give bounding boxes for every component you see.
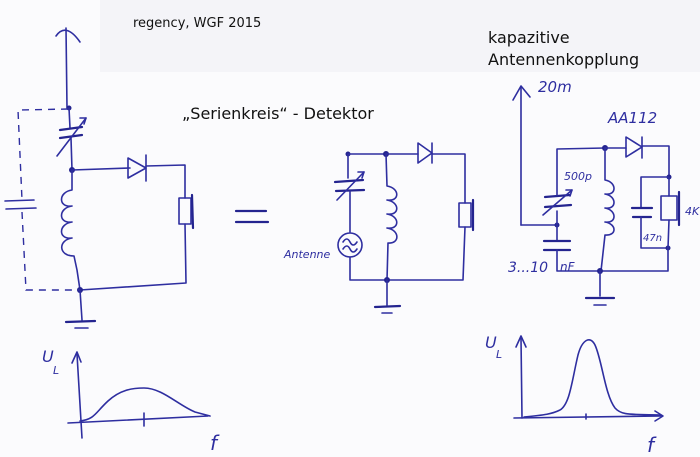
bypass-cap-value: 47n	[643, 233, 662, 244]
diode-type-label: AA112	[607, 109, 657, 127]
title-right-line1: kapazitive	[488, 28, 570, 47]
wire	[68, 107, 71, 129]
antenna-length-label: 20m	[538, 78, 572, 96]
header-panel	[100, 0, 700, 72]
title-right-line2: Antennenkopplung	[488, 50, 640, 69]
wire	[640, 176, 670, 208]
wire	[431, 153, 466, 204]
credit-text: regency, WGF 2015	[133, 16, 262, 31]
coupling-cap-value: 3...10	[508, 260, 548, 276]
wire	[79, 223, 187, 291]
ground-icon	[584, 270, 616, 306]
y-axis-arrow	[515, 335, 527, 348]
schematic-right: 20m 500p AA112 47n	[508, 78, 700, 306]
x-axis-label: f	[647, 433, 657, 457]
variable-cap-value: 500p	[564, 170, 592, 183]
y-axis-label-sub: L	[53, 364, 59, 377]
x-axis-label: f	[210, 431, 220, 455]
wire	[70, 137, 73, 171]
title-series-detector: „Serienkreis“ - Detektor	[182, 104, 374, 123]
graph-right: U L f	[485, 333, 664, 457]
parasitic-capacitance	[4, 108, 80, 291]
wire	[599, 219, 670, 272]
diode-icon	[625, 136, 643, 159]
variable-capacitor-icon	[333, 171, 366, 201]
wire	[640, 216, 669, 249]
ground-icon	[64, 289, 97, 329]
wire	[145, 164, 186, 199]
antenna-icon	[55, 27, 81, 109]
equals-sign	[234, 209, 270, 224]
bypass-capacitor-icon	[630, 206, 654, 219]
wire	[386, 226, 466, 281]
inductor-icon	[385, 153, 398, 281]
y-axis-arrow	[71, 351, 82, 364]
antenna-source-label: Antenne	[283, 248, 331, 261]
schematic-left	[4, 27, 195, 329]
coupling-cap-unit: nF	[560, 260, 576, 274]
x-axis	[513, 415, 663, 419]
ground-icon	[373, 279, 402, 314]
antenna-arrow-icon	[512, 85, 531, 226]
schematic-middle: Antenne	[283, 142, 475, 314]
ac-source-icon	[337, 232, 363, 258]
wire	[641, 145, 670, 177]
x-axis-arrow	[654, 410, 664, 422]
graph-left: U L f	[42, 347, 220, 455]
wire	[349, 256, 388, 281]
x-axis	[67, 415, 209, 424]
earphone-icon	[660, 190, 681, 227]
earphone-impedance-label: 4K	[685, 205, 700, 218]
y-axis	[76, 353, 83, 439]
response-curve-sharp	[523, 339, 661, 418]
inductor-icon	[600, 147, 615, 272]
wire	[556, 249, 601, 272]
y-axis-label: U	[42, 347, 54, 366]
earphone-icon	[178, 193, 195, 230]
variable-capacitor-icon	[542, 189, 573, 216]
y-axis-label-sub: L	[496, 348, 502, 361]
title-capacitive-coupling: kapazitive Antennenkopplung	[488, 27, 639, 71]
inductor-icon	[60, 169, 81, 291]
wire	[556, 147, 606, 196]
variable-capacitor-icon	[56, 117, 87, 157]
response-curve-broad	[79, 387, 211, 422]
coupling-capacitor-icon	[542, 239, 572, 252]
diode-icon	[417, 142, 433, 164]
diode-icon	[127, 154, 147, 182]
y-axis	[520, 337, 523, 419]
wire	[71, 167, 131, 171]
earphone-icon	[458, 198, 475, 232]
y-axis-label: U	[485, 333, 497, 352]
